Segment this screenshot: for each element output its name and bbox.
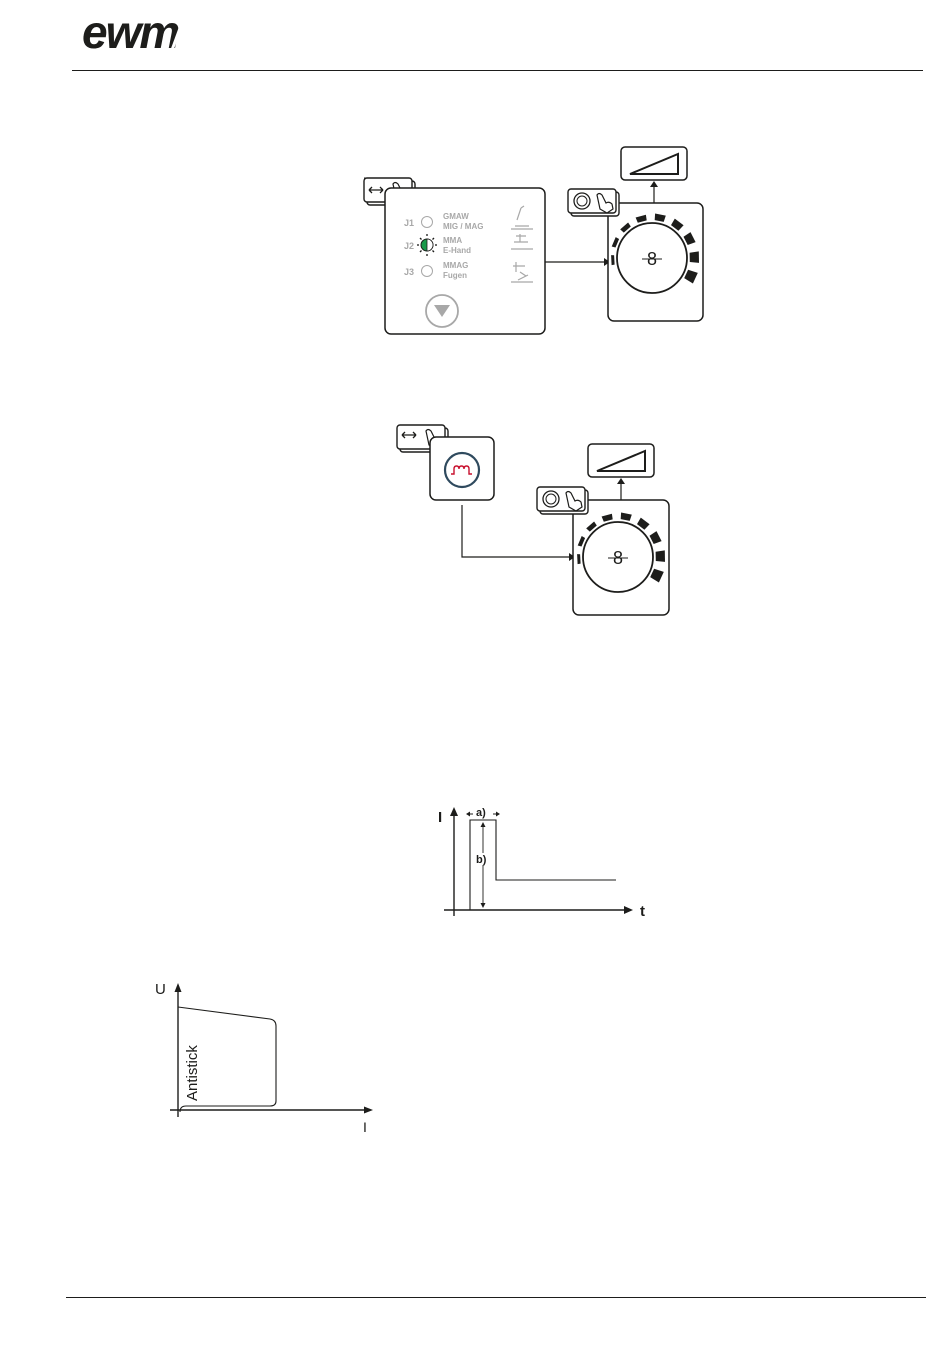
x-axis-label: I (363, 1119, 367, 1135)
header-rule (72, 70, 923, 71)
mode-code: J1 (404, 218, 414, 228)
x-axis-label: t (640, 903, 645, 920)
y-axis-label: I (438, 809, 442, 826)
ramp-display (621, 147, 687, 203)
scale-segment (611, 255, 615, 265)
arcforce-button[interactable] (430, 437, 494, 500)
knob-turn-hand-icon (537, 487, 588, 514)
figure-arcforce: 8 (390, 420, 680, 620)
mode-down-button[interactable] (426, 295, 458, 327)
footer-rule (66, 1297, 926, 1298)
curve-label: Antistick (184, 1045, 201, 1101)
mode-line2: E-Hand (443, 246, 471, 255)
y-axis-label: U (155, 981, 166, 998)
led-j1-icon (422, 217, 433, 228)
ewm-logo-text: ewm (82, 8, 178, 54)
mode-line1: MMA (443, 236, 462, 245)
mode-code: J2 (404, 241, 414, 251)
label-a: a) (476, 807, 486, 819)
knob-turn-hand-icon (568, 189, 619, 216)
mode-line2: MIG / MAG (443, 222, 483, 231)
mode-line2: Fugen (443, 271, 467, 280)
mode-line1: MMAG (443, 261, 468, 270)
ewm-logo: ewm (82, 8, 217, 54)
scale-segment (690, 251, 699, 263)
chart-antistick: U I Antistick (150, 975, 380, 1135)
ramp-display (588, 444, 654, 500)
mode-line1: GMAW (443, 212, 469, 221)
scale-segment (577, 554, 581, 564)
figure-mode-select: J1 GMAW MIG / MAG J2 MMA E-Hand J3 MMAG (360, 140, 710, 340)
mode-code: J3 (404, 267, 414, 277)
chart-hotstart: I t a) b) (430, 800, 660, 925)
scale-segment (656, 550, 665, 562)
label-b: b) (476, 854, 487, 866)
led-j3-icon (422, 266, 433, 277)
